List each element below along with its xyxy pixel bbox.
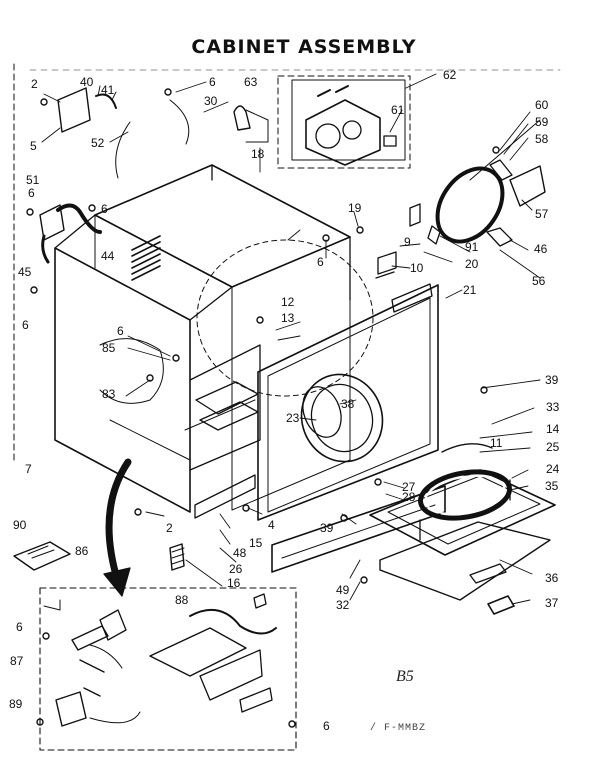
callout-24: 24 xyxy=(546,462,560,476)
drum-outline xyxy=(196,239,374,397)
callout-63: 63 xyxy=(244,75,258,89)
page-mark: B5 xyxy=(396,668,414,685)
callout-9: 9 xyxy=(404,235,411,249)
callout-13: 13 xyxy=(281,311,295,325)
callout-59: 59 xyxy=(535,115,549,129)
callout-33: 33 xyxy=(546,400,560,414)
callout-45: 45 xyxy=(18,265,32,279)
switch-bracket xyxy=(509,165,546,207)
callout-88: 88 xyxy=(175,593,189,607)
diagram-title: CABINET ASSEMBLY xyxy=(191,36,417,58)
callout-48: 48 xyxy=(233,546,247,560)
callout-57: 57 xyxy=(535,207,549,221)
callout-18: 18 xyxy=(251,147,265,161)
callout-2: 2 xyxy=(31,77,38,91)
callout-28: 28 xyxy=(402,490,416,504)
callout-52: 52 xyxy=(91,136,105,150)
callout-10: 10 xyxy=(410,261,424,275)
callout-40: 40 xyxy=(80,75,94,89)
callout-6: 6 xyxy=(317,255,324,269)
callout-4: 4 xyxy=(268,518,275,532)
callout-14: 14 xyxy=(546,422,560,436)
callout-61: 61 xyxy=(391,103,405,117)
leveling-leg xyxy=(169,543,185,571)
callout-6: 6 xyxy=(28,186,35,200)
footer-code: / F-MMBZ xyxy=(370,723,427,734)
callout-44: 44 xyxy=(101,249,115,263)
callout-39: 39 xyxy=(545,373,559,387)
callout-7: 7 xyxy=(25,462,32,476)
callout-12: 12 xyxy=(281,295,295,309)
callout-15: 15 xyxy=(249,536,263,550)
callout-5: 5 xyxy=(30,139,37,153)
callout-6: 6 xyxy=(117,324,124,338)
callout-37: 37 xyxy=(545,596,559,610)
callout-49: 49 xyxy=(336,583,350,597)
callout-26: 26 xyxy=(229,562,243,576)
instruction-label xyxy=(13,541,71,571)
callout-56: 56 xyxy=(532,274,546,288)
screw-set xyxy=(26,88,500,728)
callout-6: 6 xyxy=(209,75,216,89)
callout-20: 20 xyxy=(465,257,479,271)
harness-detail-box xyxy=(39,458,297,751)
callout-35: 35 xyxy=(545,479,559,493)
callout-41: 41 xyxy=(101,83,115,97)
callout-25: 25 xyxy=(546,440,560,454)
callout-23: 23 xyxy=(286,411,300,425)
callout-2: 2 xyxy=(166,521,173,535)
callout-21: 21 xyxy=(463,283,477,297)
callout-58: 58 xyxy=(535,132,549,146)
callout-62: 62 xyxy=(443,68,457,82)
callout-51: 51 xyxy=(26,173,40,187)
front-panel xyxy=(257,283,439,521)
callout-19: 19 xyxy=(348,201,362,215)
callout-90: 90 xyxy=(13,518,27,532)
roller-bracket xyxy=(486,227,513,247)
callout-91: 91 xyxy=(465,240,479,254)
callout-38: 38 xyxy=(341,397,355,411)
callout-11: 11 xyxy=(490,436,503,450)
callout-36: 36 xyxy=(545,571,559,585)
callout-46: 46 xyxy=(534,242,548,256)
callout-27: 27 xyxy=(402,480,416,494)
detail-arrow xyxy=(105,458,132,586)
callout-83: 83 xyxy=(102,387,116,401)
callout-87: 87 xyxy=(10,654,24,668)
callout-85: 85 xyxy=(102,341,116,355)
vent-slots xyxy=(131,235,161,281)
callout-6: 6 xyxy=(16,620,23,634)
idler-roller xyxy=(487,595,515,615)
callout-89: 89 xyxy=(9,697,23,711)
cabinet-shell xyxy=(54,164,351,519)
power-cord xyxy=(56,203,102,234)
callout-30: 30 xyxy=(204,94,218,108)
callout-6: 6 xyxy=(323,719,330,733)
callout-39: 39 xyxy=(320,521,334,535)
callout-6: 6 xyxy=(22,318,29,332)
callout-86: 86 xyxy=(75,544,89,558)
motor-housing-box xyxy=(277,75,411,169)
toe-panel xyxy=(271,485,446,573)
callout-16: 16 xyxy=(227,576,241,590)
drive-belt xyxy=(435,166,505,244)
callout-60: 60 xyxy=(535,98,549,112)
callout-32: 32 xyxy=(336,598,350,612)
terminal-bracket xyxy=(57,87,91,133)
callout-6: 6 xyxy=(101,202,108,216)
